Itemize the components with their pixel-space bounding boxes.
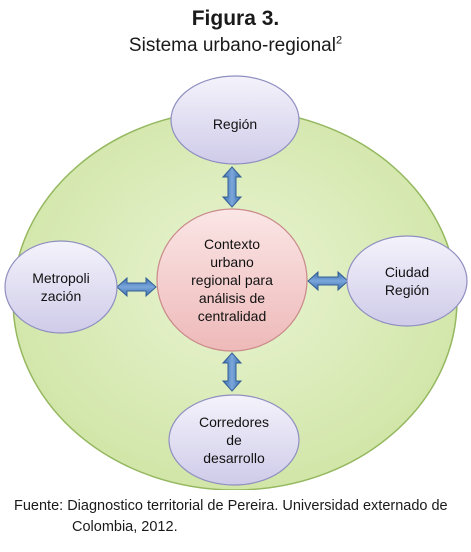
center-node-shape [156, 208, 308, 352]
source-line-2: Colombia, 2012. [72, 519, 178, 535]
figure-subtitle: Sistema urbano-regional2 [0, 34, 471, 58]
footnote-marker: 2 [335, 34, 343, 47]
node-metropolizacion-shape [4, 240, 118, 334]
source-line-1: Fuente: Diagnostico territorial de Perei… [14, 498, 448, 514]
figure-title: Figura 3. [191, 7, 280, 30]
subtitle-text: Sistema urbano-regional [128, 35, 336, 56]
arrow-center-bottom [221, 352, 243, 392]
node-region-label: Región [212, 116, 258, 132]
arrow-top-center [221, 166, 243, 208]
node-metropolizacion-label: Metropoli zación [32, 270, 90, 304]
figure-source: Fuente: Diagnostico territorial de Perei… [14, 496, 464, 538]
node-corredores-shape [168, 394, 300, 486]
node-ciudad-region-shape [346, 235, 468, 327]
center-node-label: Contexto urbano regional para análisis d… [191, 236, 273, 324]
node-corredores-label: Corredores de desarrollo [198, 414, 270, 466]
urban-regional-diagram [4, 75, 468, 490]
arrow-left-center [116, 276, 157, 298]
node-region-shape [170, 75, 300, 165]
node-ciudad-region-label: Ciudad Región [384, 264, 430, 298]
